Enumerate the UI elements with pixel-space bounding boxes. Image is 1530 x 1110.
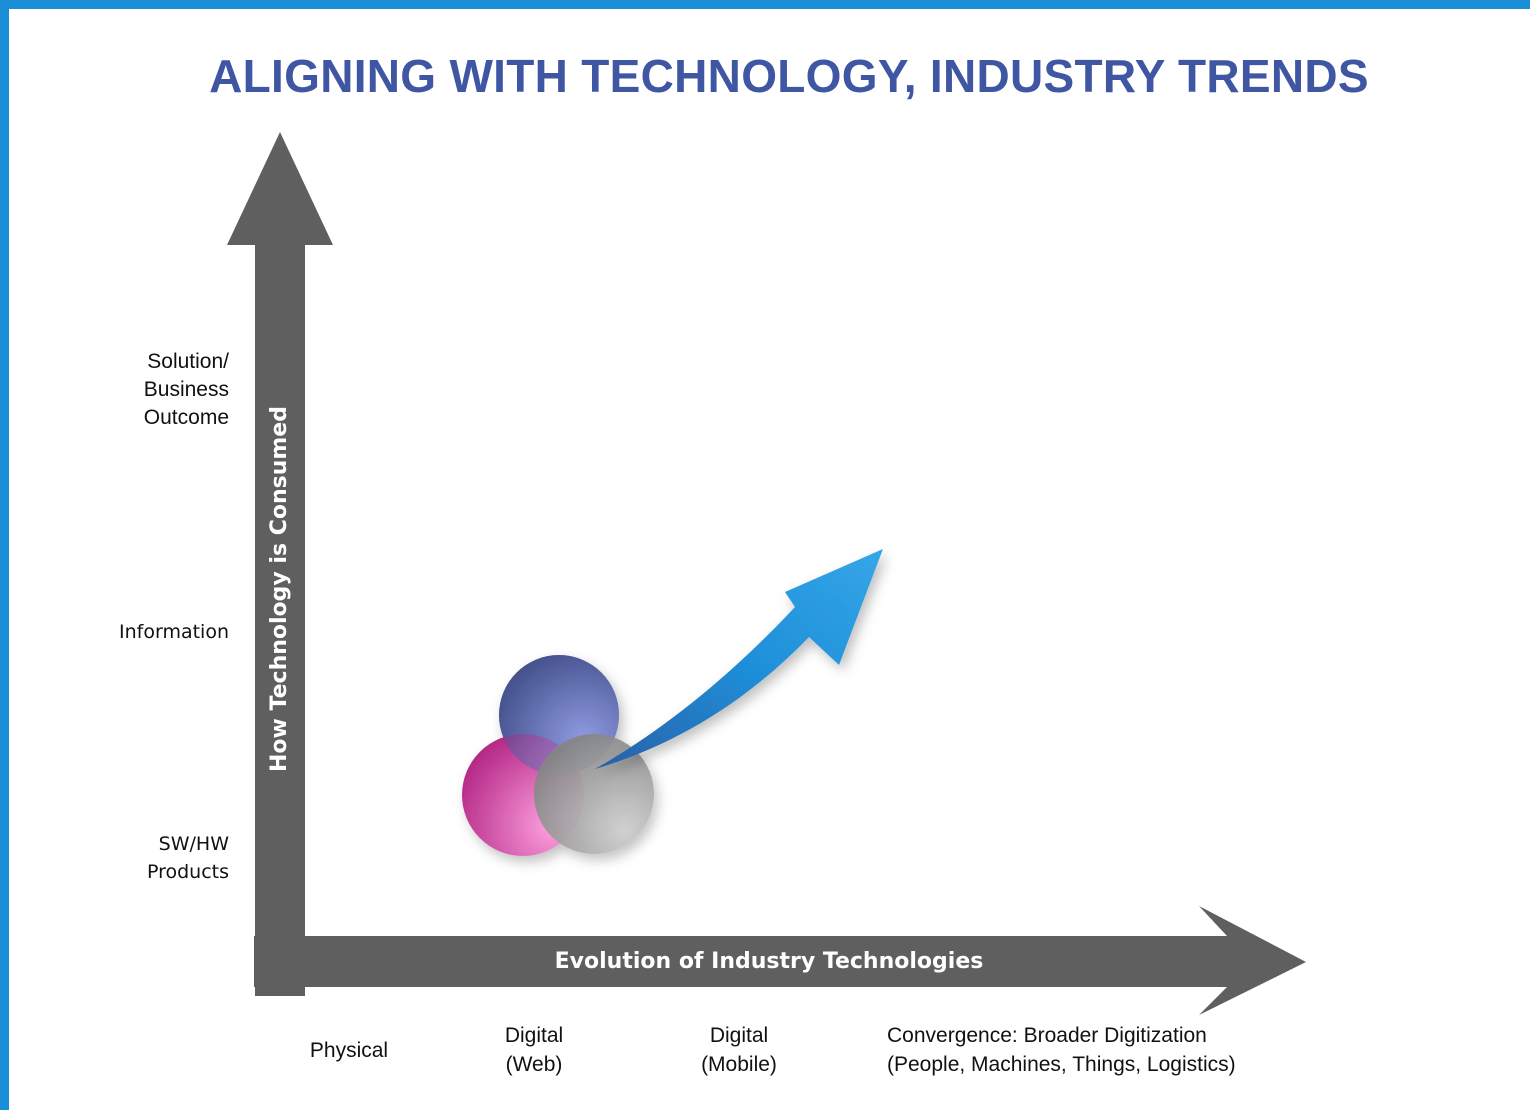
slide-title: ALIGNING WITH TECHNOLOGY, INDUSTRY TREND… xyxy=(209,50,1369,102)
y-level-products: SW/HW Products xyxy=(146,833,229,883)
slide: ALIGNING WITH TECHNOLOGY, INDUSTRY TREND… xyxy=(9,9,1530,1110)
y-axis-title: How Technology is Consumed xyxy=(267,406,292,772)
y-axis-arrow xyxy=(227,132,333,996)
x-stage-mobile: Digital (Mobile) xyxy=(701,1024,777,1076)
circle-gray xyxy=(534,734,654,854)
x-stage-physical: Physical xyxy=(309,1039,389,1062)
x-axis-title: Evolution of Industry Technologies xyxy=(555,949,984,974)
y-level-information: Information xyxy=(119,621,229,643)
y-level-solution: Solution/ Business Outcome xyxy=(143,350,229,429)
x-stage-web: Digital (Web) xyxy=(504,1024,564,1076)
x-stage-convergence: Convergence: Broader Digitization (Peopl… xyxy=(887,1024,1236,1076)
trend-arrow-icon xyxy=(595,549,883,769)
diagram: How Technology is Consumed Evolution of … xyxy=(227,132,1306,1015)
x-axis-arrow xyxy=(254,906,1306,1015)
venn-circles-icon xyxy=(462,655,654,856)
